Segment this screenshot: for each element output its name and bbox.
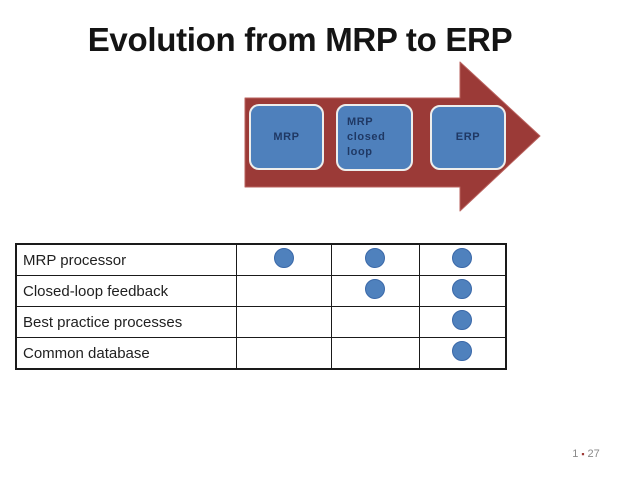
arrow-box-label: closed loop <box>347 131 386 158</box>
footer-separator-icon: ▪ <box>581 449 585 459</box>
capability-dot-icon <box>452 310 473 330</box>
slide-footer: 1▪27 <box>548 447 624 462</box>
table-row: Common database <box>15 337 507 370</box>
arrow-box-mrp: MRP <box>249 104 324 170</box>
capability-dot-icon <box>452 279 473 299</box>
arrow-box-label: ERP <box>455 131 481 143</box>
arrow-box-erp: ERP <box>430 105 506 170</box>
footer-total-pages: 27 <box>587 448 600 460</box>
capability-dot-icon <box>452 248 473 268</box>
arrow-box-mrp-closed-loop: MRP closed loop <box>336 104 413 171</box>
capability-dot-icon <box>273 248 294 268</box>
arrow-box-label: MRP <box>273 130 300 143</box>
dot-cell <box>235 337 332 370</box>
footer-page-number: 1 <box>572 448 579 460</box>
dot-cell <box>330 337 420 370</box>
capability-dot-icon <box>365 279 385 299</box>
table-row: Best practice processes <box>15 306 507 338</box>
capability-dot-icon <box>365 248 385 268</box>
dot-cell <box>330 243 420 276</box>
capability-dot-icon <box>452 341 473 361</box>
row-label-cell: MRP processor <box>15 243 237 276</box>
dot-cell <box>235 243 332 276</box>
dot-cell <box>418 306 507 338</box>
dot-cell <box>330 275 420 307</box>
row-label-cell: Best practice processes <box>15 306 237 338</box>
dot-cell <box>418 337 507 370</box>
dot-cell <box>418 243 507 276</box>
table-row: MRP processor <box>15 243 507 276</box>
row-label-cell: Common database <box>15 337 237 370</box>
dot-cell <box>418 275 507 307</box>
row-label-cell: Closed-loop feedback <box>15 275 237 307</box>
arrow-box-label: MRP <box>347 116 374 128</box>
dot-cell <box>235 306 332 338</box>
dot-cell <box>330 306 420 338</box>
slide-title: Evolution from MRP to ERP <box>87 21 513 58</box>
dot-cell <box>235 275 332 307</box>
table-row: Closed-loop feedback <box>15 275 507 307</box>
